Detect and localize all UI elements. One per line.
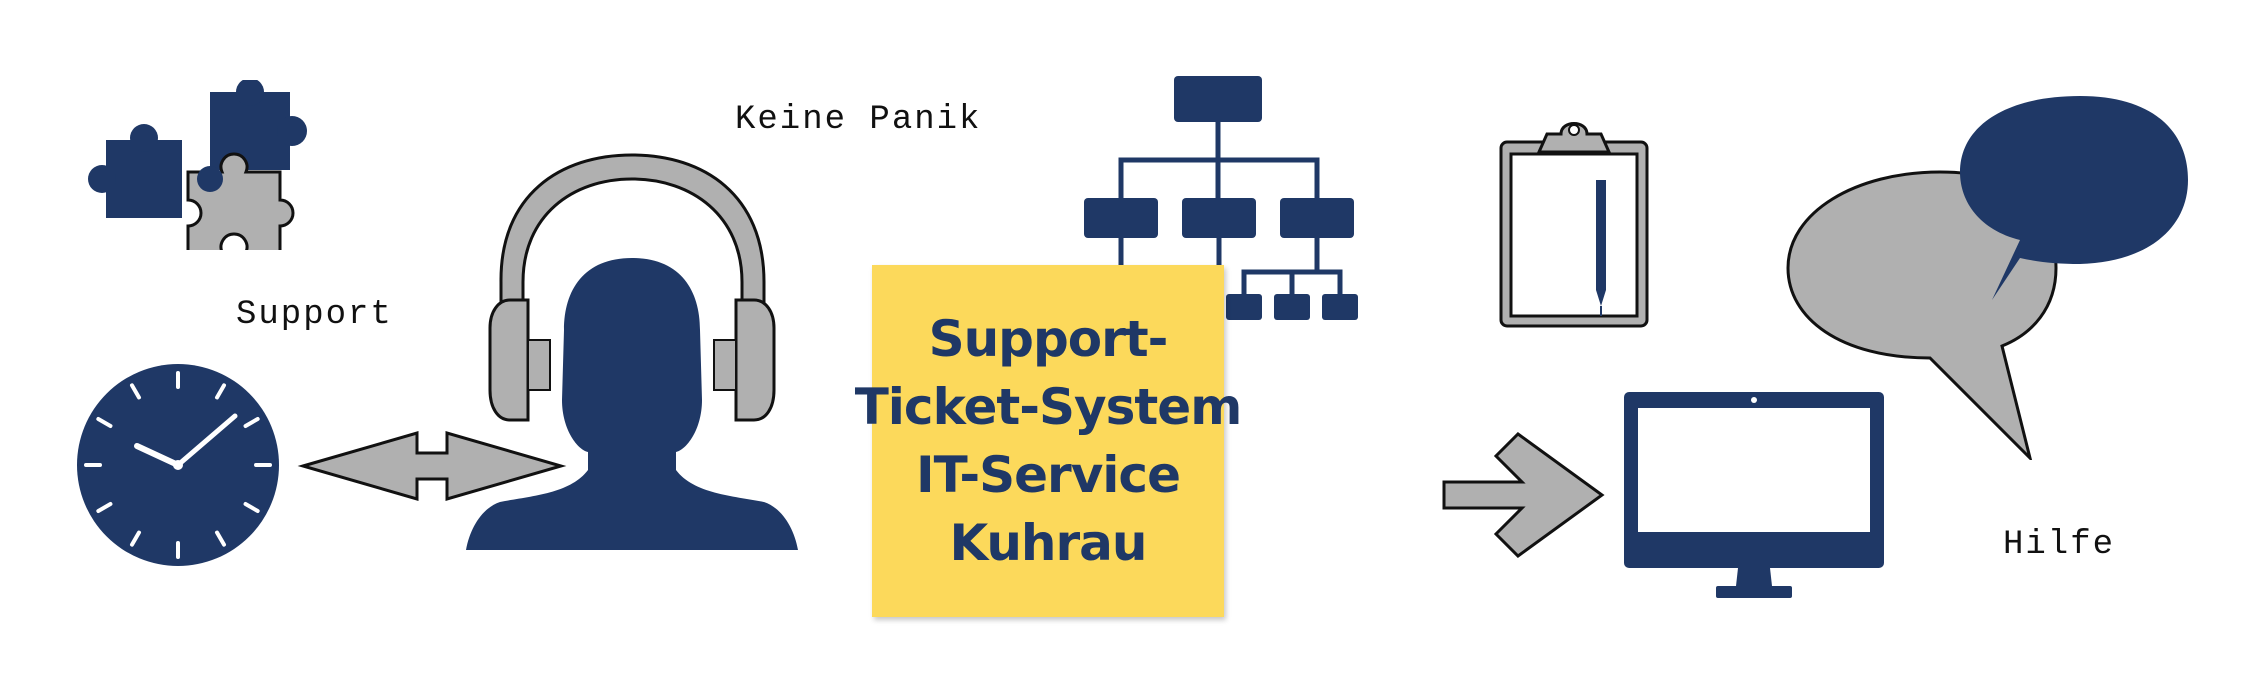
- label-support: Support: [236, 296, 393, 334]
- speech-bubbles-icon: [1786, 96, 2188, 460]
- clock-tick: [243, 417, 260, 428]
- note-line-1: Support-: [928, 310, 1169, 368]
- clock-icon: [77, 364, 279, 566]
- puzzle-piece-navy-left: [88, 124, 182, 218]
- note-line-4: Kuhrau: [949, 514, 1147, 572]
- org-chart-icon: [1084, 76, 1358, 320]
- headset-person-icon: [466, 153, 798, 550]
- puzzle-piece-navy-upper: [210, 80, 307, 170]
- note-line-3: IT-Service: [916, 446, 1181, 504]
- clock-tick: [96, 417, 113, 428]
- label-keine-panik: Keine Panik: [735, 101, 982, 139]
- clock-tick: [130, 383, 141, 400]
- puzzle-icon: [88, 80, 307, 250]
- clipboard-icon: [1499, 122, 1649, 328]
- clock-tick: [243, 502, 260, 513]
- clock-tick: [215, 383, 226, 400]
- note-line-2: Ticket-System: [854, 378, 1243, 436]
- right-arrow-icon: [1442, 432, 1605, 558]
- sticky-note: Support- Ticket-System IT-Service Kuhrau: [855, 265, 1242, 617]
- clock-tick: [130, 530, 141, 547]
- label-hilfe: Hilfe: [2003, 526, 2116, 564]
- clock-tick: [96, 502, 113, 513]
- monitor-icon: [1624, 392, 1884, 598]
- clock-tick: [215, 530, 226, 547]
- double-arrow-icon: [297, 431, 567, 501]
